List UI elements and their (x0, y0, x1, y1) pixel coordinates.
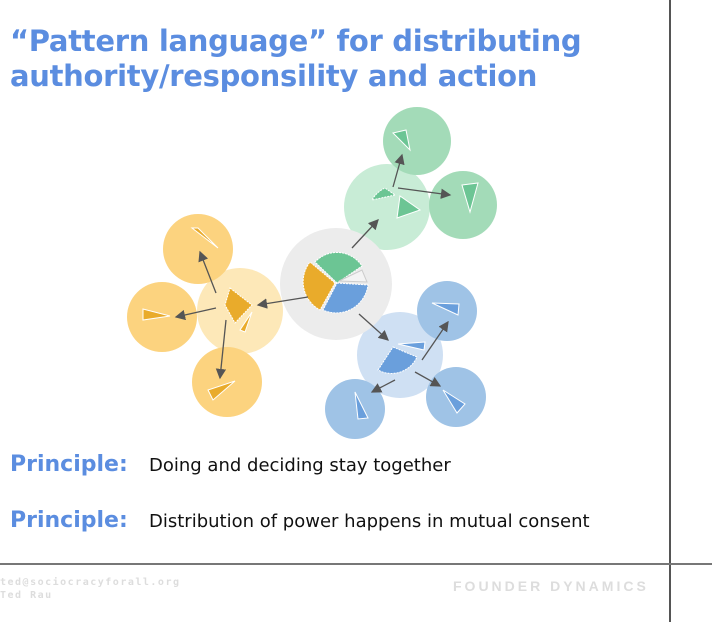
center-circle (280, 228, 392, 340)
page-title: “Pattern language” for distributing auth… (10, 24, 582, 94)
principle-label: Principle: (10, 508, 128, 533)
footer-brand: FOUNDER DYNAMICS (453, 578, 649, 594)
blue-cluster (325, 281, 486, 439)
arrows (174, 153, 452, 393)
green-cluster (344, 107, 497, 250)
principle-1: Principle: Doing and deciding stay toget… (10, 452, 451, 477)
footer-email: ted@sociocracyforall.org (0, 577, 181, 588)
title-line: “Pattern language” for distributing (10, 24, 582, 58)
principle-text: Doing and deciding stay together (149, 455, 451, 476)
principle-label: Principle: (10, 452, 128, 477)
yellow-cluster (127, 214, 283, 417)
slide-border-vertical (669, 0, 671, 622)
footer-divider (0, 563, 712, 565)
title-line: authority/responsility and action (10, 59, 538, 93)
footer-author: Ted Rau (0, 590, 53, 601)
principle-2: Principle: Distribution of power happens… (10, 508, 590, 533)
footer-contact: ted@sociocracyforall.org Ted Rau (0, 576, 181, 602)
principle-text: Distribution of power happens in mutual … (149, 511, 590, 532)
